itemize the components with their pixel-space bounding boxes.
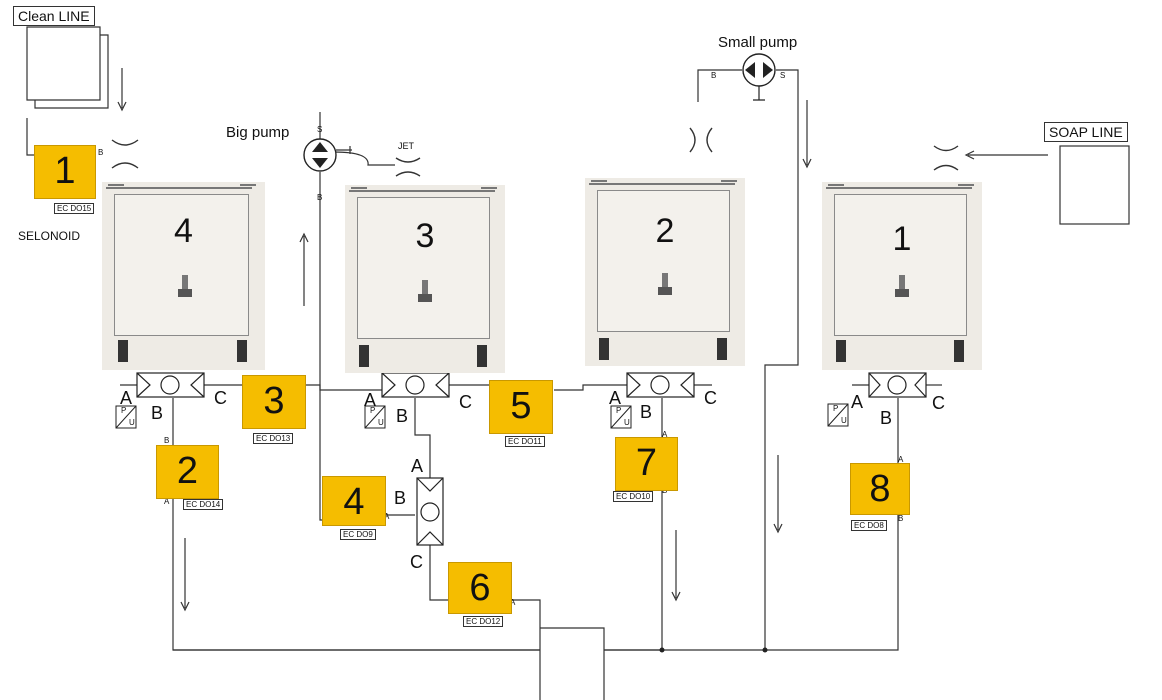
badge-5: 5	[489, 380, 553, 434]
line2-port-b: B	[164, 436, 170, 445]
tag-ec-do9: EC DO9	[340, 529, 376, 540]
clean-line-container	[26, 26, 101, 101]
small-pump-port-b: B	[711, 71, 717, 80]
tank-2-fittings	[589, 180, 737, 360]
tank-4-number: 4	[174, 212, 193, 250]
tank-3-panel: 3	[345, 185, 505, 373]
pu2-p: P	[370, 406, 376, 415]
badge-1: 1	[34, 145, 96, 199]
valve1-port-a: A	[120, 388, 133, 408]
tag-ec-do8: EC DO8	[851, 520, 887, 531]
valve-body-3	[626, 372, 695, 398]
line6-port-a: A	[510, 598, 516, 607]
tank-2-number: 2	[655, 212, 675, 250]
tank-1-number: 1	[892, 220, 912, 258]
tank-1-body	[834, 194, 967, 336]
tank-2-body	[597, 190, 730, 332]
valve3-port-a: A	[609, 388, 622, 408]
big-pump-icon	[303, 138, 337, 172]
tag-ec-do15: EC DO15	[54, 203, 95, 214]
pu3-p: P	[616, 406, 622, 415]
solenoid-label: SELONOID	[18, 229, 81, 243]
restrictor-small	[689, 127, 713, 153]
line8-port-a: A	[898, 455, 904, 464]
valve4-port-c: C	[932, 393, 945, 413]
pu4-u: U	[841, 416, 847, 425]
jet-label: JET	[398, 141, 415, 151]
badge-7: 7	[615, 437, 678, 491]
tank-1-panel: 1	[822, 182, 982, 370]
restrictor-soap	[933, 145, 959, 171]
tank-4-fittings	[106, 184, 256, 362]
valve3-port-b: B	[640, 402, 653, 422]
tank-3-body	[357, 197, 490, 339]
valve-body-4	[868, 372, 927, 398]
clean-line-label: Clean LINE	[13, 6, 95, 26]
valve2-port-c: C	[459, 392, 472, 412]
small-pump-label: Small pump	[718, 34, 798, 51]
clean-valve-port-b: B	[98, 148, 104, 157]
tank-3-number: 3	[415, 217, 435, 255]
line8-port-b: B	[898, 514, 904, 523]
badge-6: 6	[448, 562, 512, 614]
valve3-port-c: C	[704, 388, 717, 408]
restrictor-jet	[395, 157, 421, 177]
tag-ec-do13: EC DO13	[253, 433, 294, 444]
tank-4-panel: 4	[102, 182, 265, 370]
valve1-port-b: B	[151, 403, 164, 423]
tank-1-fittings	[826, 184, 974, 362]
vvalve-port-a: A	[411, 456, 424, 476]
valve2-port-a: A	[364, 390, 377, 410]
big-pump-port-b: B	[317, 193, 323, 202]
tag-ec-do10: EC DO10	[613, 491, 654, 502]
soap-line-container	[1059, 145, 1130, 225]
pu2-u: U	[378, 418, 384, 427]
valve-body-vertical	[416, 477, 444, 546]
vvalve-port-c: C	[410, 552, 423, 572]
line7-port-a: A	[662, 430, 668, 439]
small-pump-port-s: S	[780, 71, 786, 80]
pu1-p: P	[121, 406, 127, 415]
tag-ec-do14: EC DO14	[183, 499, 224, 510]
badge-8: 8	[850, 463, 910, 515]
big-pump-port-s: S	[317, 125, 323, 134]
tank-4-body	[114, 194, 249, 336]
line2-port-a: A	[164, 497, 170, 506]
vvalve-port-b: B	[394, 488, 407, 508]
tank-3-fittings	[349, 187, 497, 367]
pu3-u: U	[624, 418, 630, 427]
restrictor-clean	[111, 139, 139, 169]
badge-3: 3	[242, 375, 306, 429]
pu4-p: P	[833, 404, 839, 413]
valve1-port-c: C	[214, 388, 227, 408]
valve-body-2	[381, 372, 450, 398]
pu1-u: U	[129, 418, 135, 427]
valve-body-1	[136, 372, 205, 398]
valve4-port-a: A	[851, 392, 864, 412]
valve2-port-b: B	[396, 406, 409, 426]
valve4-port-b: B	[880, 408, 893, 428]
badge-4: 4	[322, 476, 386, 526]
line4-port-a: A	[384, 512, 390, 521]
soap-line-label: SOAP LINE	[1044, 122, 1128, 142]
tag-ec-do12: EC DO12	[463, 616, 504, 627]
big-pump-label: Big pump	[226, 124, 290, 141]
tank-2-panel: 2	[585, 178, 745, 366]
badge-2: 2	[156, 445, 219, 499]
small-pump-icon	[742, 53, 776, 101]
tag-ec-do11: EC DO11	[505, 436, 545, 447]
